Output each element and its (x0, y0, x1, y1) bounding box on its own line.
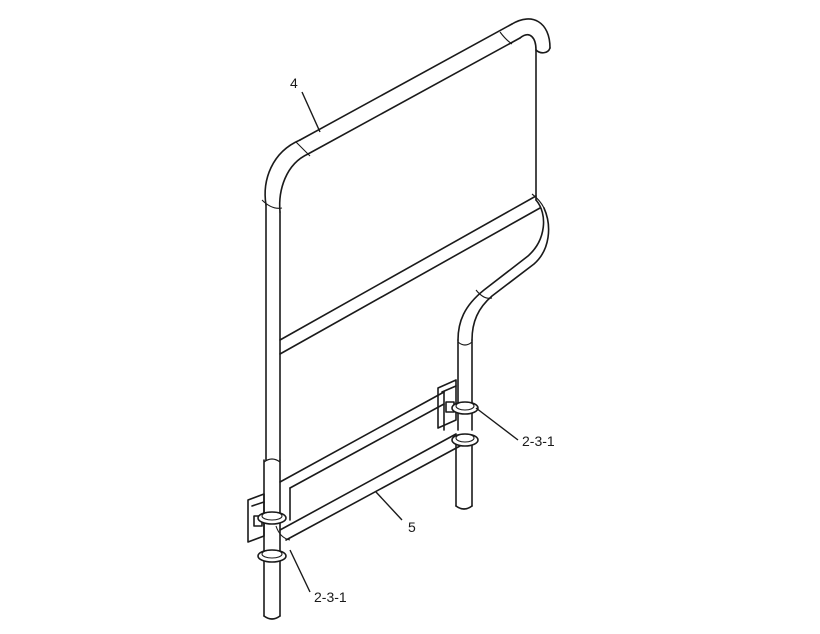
right-clamp (437, 379, 479, 447)
top-rail (261, 18, 551, 213)
leader-lower-bar (375, 491, 403, 521)
leader-upper-clamp (475, 407, 519, 441)
left-post (263, 204, 281, 620)
leader-lower-clamp (289, 549, 311, 593)
left-clamp (247, 493, 287, 563)
callout-lower-clamp: 2-3-1 (314, 589, 347, 605)
middle-rail (279, 193, 545, 355)
callout-top-rail: 4 (290, 75, 298, 91)
callout-upper-clamp: 2-3-1 (522, 433, 555, 449)
right-post (455, 199, 550, 510)
lower-bar (275, 391, 461, 541)
callout-lower-bar: 5 (408, 519, 416, 535)
leader-top-rail (301, 91, 321, 133)
